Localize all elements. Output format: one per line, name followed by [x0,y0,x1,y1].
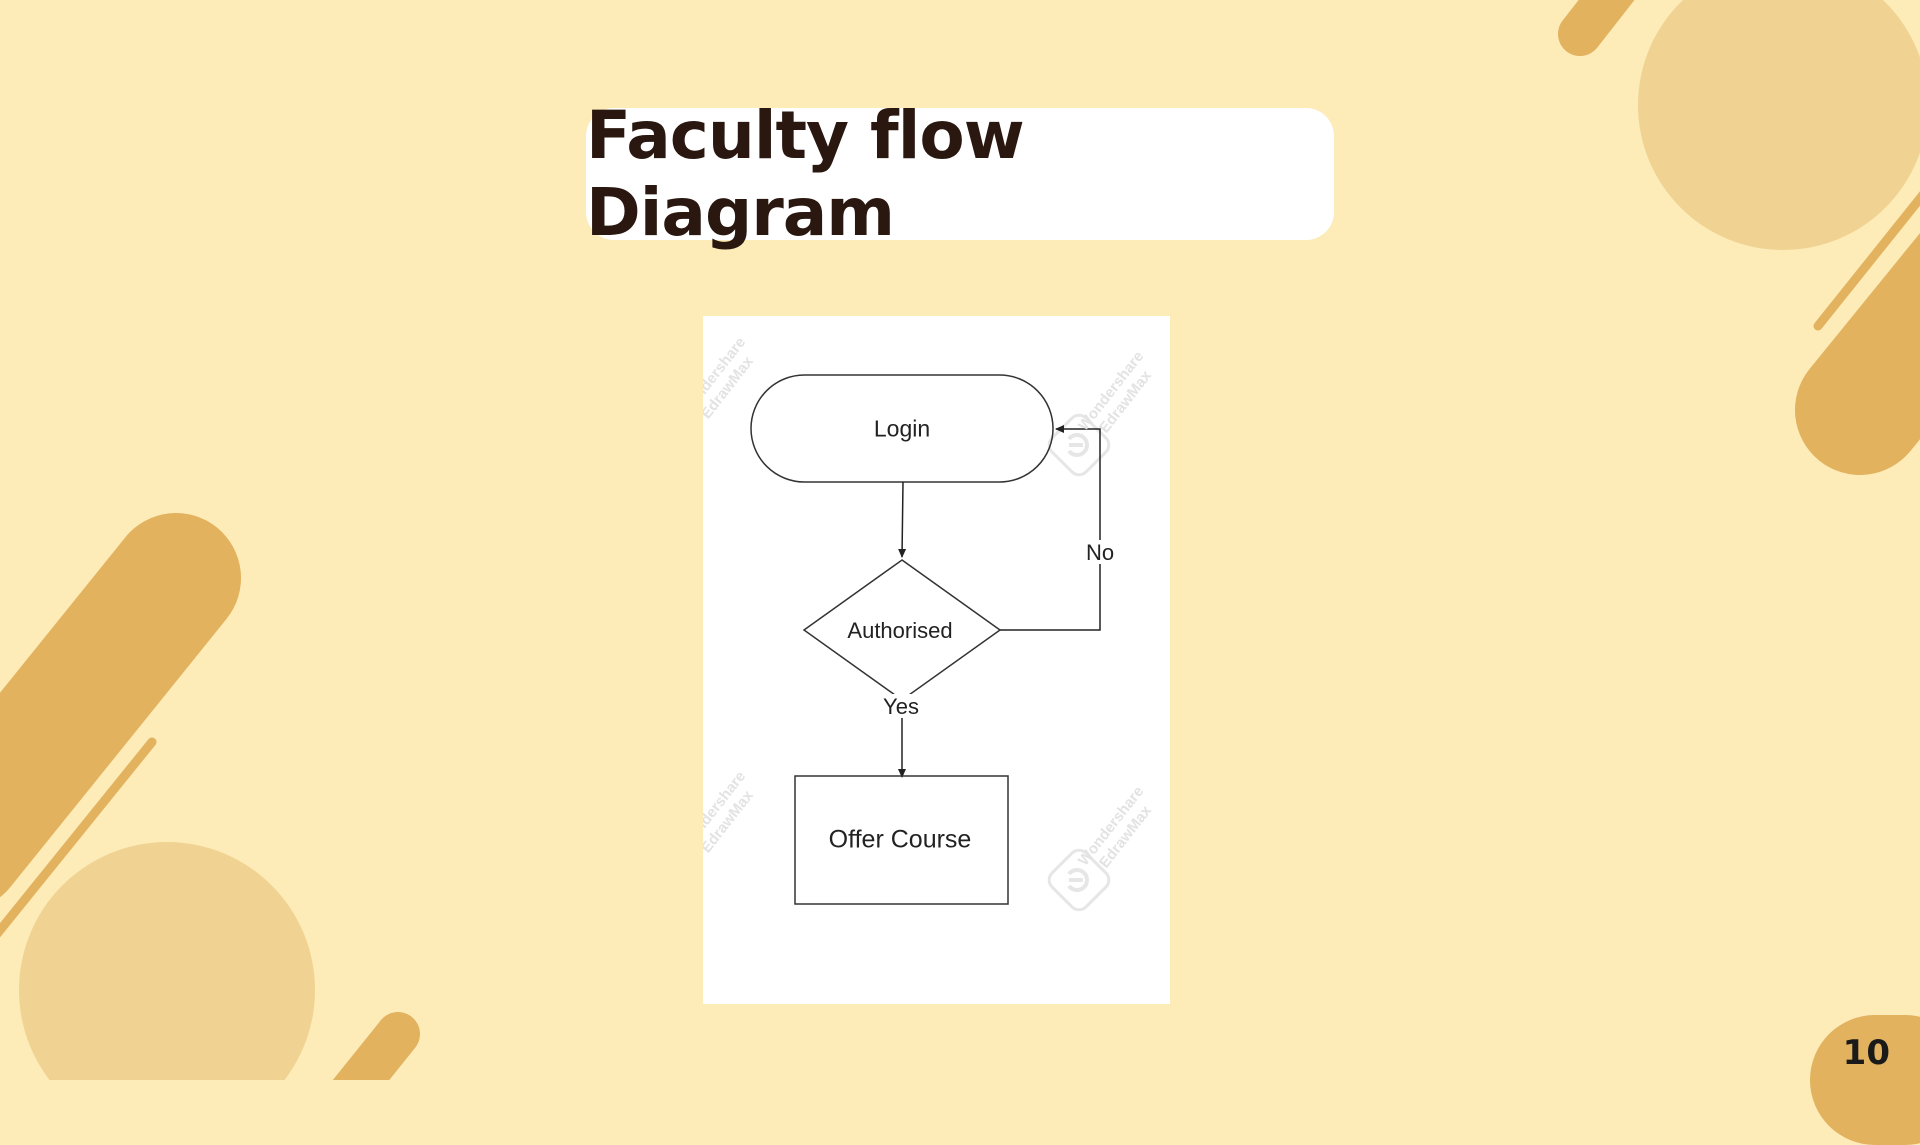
deco-stroke-right-thick [1795,233,1920,475]
deco-circle-bottom-left [19,842,315,1080]
edge-login-to-authorised [898,481,907,558]
edge-no-back-to-login [1000,425,1101,631]
authorised-node-label: Authorised [847,618,953,643]
login-node-shape [750,374,1054,483]
flow-diagram-canvas: Wondershare EdrawMax Wondershare EdrawMa… [703,334,1155,916]
deco-stroke-top-right [1558,0,1635,56]
title-box: Faculty flow Diagram [586,97,1334,251]
page-number: 10 [1842,1033,1890,1073]
edge-label-yes: Yes [883,694,919,719]
no-label-bg [1086,540,1116,564]
flow-diagram: Wondershare EdrawMax Wondershare EdrawMa… [703,316,1170,1004]
offer-course-node-label: Offer Course [828,825,972,854]
slide-title: Faculty flow Diagram [586,97,1025,251]
login-node-label: Login [873,415,931,442]
background-decoration [0,0,1920,1080]
deco-circle-top-right [1638,0,1920,250]
deco-stroke-bottom-left [332,1012,420,1080]
yes-label-bg [882,694,922,718]
offer-course-node-shape [794,775,1009,905]
deco-stroke-left-thin [0,737,157,938]
deco-stroke-left-thick [0,513,241,897]
edge-label-no: No [1085,540,1115,565]
deco-stroke-right-thin [1813,191,1920,331]
